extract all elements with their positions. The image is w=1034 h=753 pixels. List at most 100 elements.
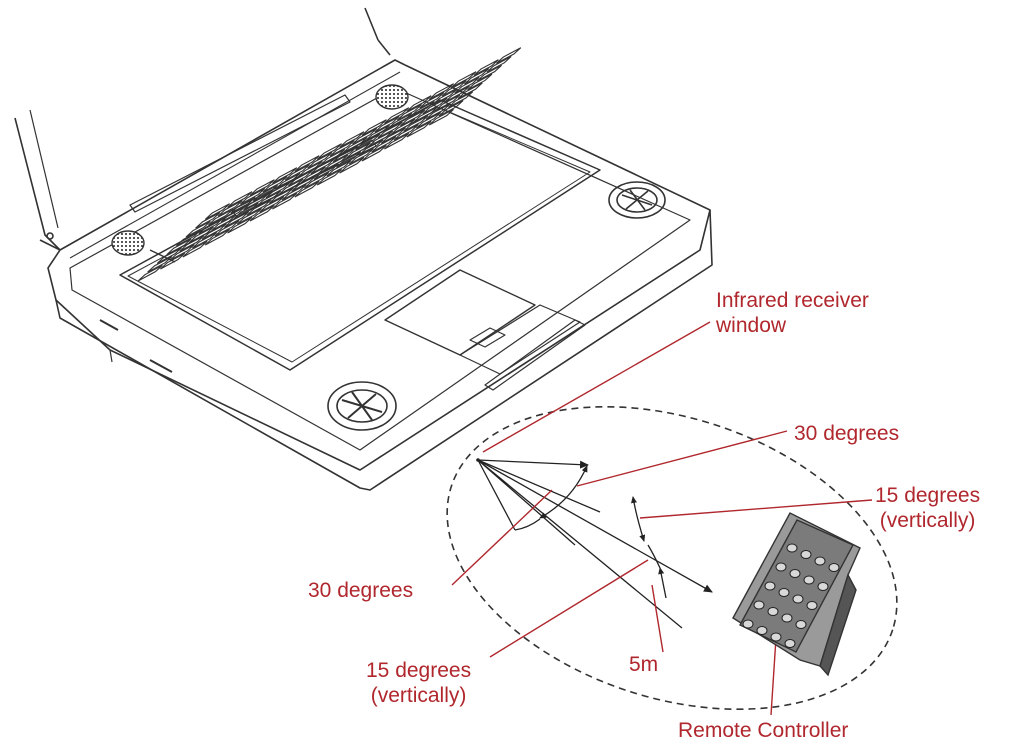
remote-button xyxy=(764,581,776,591)
keyboard-key xyxy=(214,220,240,237)
keyboard-key xyxy=(272,167,298,184)
keyboard-key xyxy=(329,140,355,157)
keyboard-key xyxy=(204,228,230,246)
keyboard-key xyxy=(425,103,451,120)
keyboard-key xyxy=(332,145,358,163)
keyboard-key xyxy=(323,154,349,172)
keyboard-key xyxy=(268,187,294,204)
distance-label: 5m xyxy=(629,653,659,676)
keyboard-key xyxy=(412,106,438,124)
keyboard-key xyxy=(195,212,221,229)
keyboard-key xyxy=(137,264,163,282)
speaker-icon xyxy=(111,84,409,256)
keyboard-key xyxy=(361,144,387,162)
keyboard-key xyxy=(473,59,499,76)
remote-button xyxy=(742,619,754,629)
remote-button xyxy=(753,600,765,610)
remote-button xyxy=(775,562,787,572)
keyboard-key xyxy=(275,172,301,190)
keyboard-key xyxy=(272,192,298,210)
keyboard-key xyxy=(211,214,237,232)
keyboard-key xyxy=(166,238,192,256)
keyboard-key xyxy=(396,104,422,121)
keyboard-key xyxy=(294,180,320,198)
keyboard-key xyxy=(262,176,288,193)
keyboard-key xyxy=(281,184,307,201)
keyboard-key xyxy=(355,133,381,151)
remote-button xyxy=(814,556,826,566)
keyboard-key xyxy=(454,76,480,94)
keyboard-key xyxy=(204,203,230,220)
keyboard-key xyxy=(476,64,502,82)
keyboard-key xyxy=(336,151,362,168)
angle-15-right-line2: (vertically) xyxy=(879,509,976,532)
keyboard-key xyxy=(252,184,278,202)
keyboard-key xyxy=(390,118,416,136)
keyboard-key xyxy=(294,155,320,172)
angle-15-lower-line2: (vertically) xyxy=(370,684,467,707)
keyboard-key xyxy=(227,216,253,234)
keyboard-key xyxy=(496,47,522,64)
keyboard-key xyxy=(339,131,365,148)
keyboard-key xyxy=(185,220,211,238)
keyboard-key xyxy=(358,139,384,156)
signal-cone-diagram-icon xyxy=(446,321,898,716)
keyboard-key xyxy=(377,121,403,139)
keyboard-key xyxy=(371,136,397,153)
keyboard-key xyxy=(192,232,218,249)
keyboard-key xyxy=(432,88,458,106)
keyboard-key xyxy=(339,156,365,174)
keyboard-key xyxy=(451,71,477,88)
keyboard-key xyxy=(230,196,256,214)
remote-button xyxy=(784,639,796,648)
keyboard-key xyxy=(444,85,470,103)
keyboard-key xyxy=(265,181,291,199)
keyboard-key xyxy=(249,179,275,196)
keyboard-key xyxy=(201,223,227,240)
remote-button xyxy=(789,569,801,578)
ir-window-label-line1: Infrared receiver xyxy=(716,289,869,312)
keyboard-key xyxy=(236,208,262,225)
keyboard-key xyxy=(380,127,406,144)
keyboard-key xyxy=(284,164,310,181)
keyboard-key xyxy=(304,172,330,189)
keyboard-key xyxy=(147,256,173,273)
keyboard-key xyxy=(441,80,467,97)
remote-button xyxy=(803,575,815,585)
keyboard-key xyxy=(393,124,419,141)
keyboard-key xyxy=(464,68,490,85)
remote-button xyxy=(792,594,804,604)
keyboard-key xyxy=(320,148,346,166)
ir-window-label-line2: window xyxy=(716,314,787,337)
remote-button xyxy=(800,550,812,559)
keyboard-key xyxy=(457,82,483,100)
keyboard-key xyxy=(179,235,205,252)
keyboard-key xyxy=(387,112,413,130)
keyboard-keys xyxy=(137,47,522,282)
keyboard-key xyxy=(288,169,314,187)
keyboard-key xyxy=(297,160,323,178)
keyboard-key xyxy=(486,56,512,73)
keyboard-key xyxy=(300,166,326,184)
angle-15-right-line1: 15 degrees xyxy=(875,484,981,507)
keyboard-key xyxy=(406,120,432,138)
keyboard-key xyxy=(249,204,275,222)
keyboard-key xyxy=(409,100,435,118)
remote-button xyxy=(817,582,829,591)
remote-button xyxy=(778,588,790,597)
remote-button xyxy=(786,543,798,553)
keyboard-key xyxy=(227,191,253,208)
keyboard-key xyxy=(310,157,336,175)
ir-window-label: Infrared receiver window xyxy=(716,288,869,338)
keyboard-key xyxy=(467,73,493,91)
fan-vent-icon xyxy=(327,181,666,431)
keyboard-key xyxy=(345,142,371,160)
keyboard-key xyxy=(364,124,390,142)
keyboard-key xyxy=(326,160,352,177)
keyboard-key xyxy=(160,252,186,270)
keyboard-key xyxy=(448,91,474,108)
angle-30-upper-label: 30 degrees xyxy=(794,422,900,445)
keyboard-key xyxy=(374,116,400,133)
keyboard-key xyxy=(361,119,387,136)
